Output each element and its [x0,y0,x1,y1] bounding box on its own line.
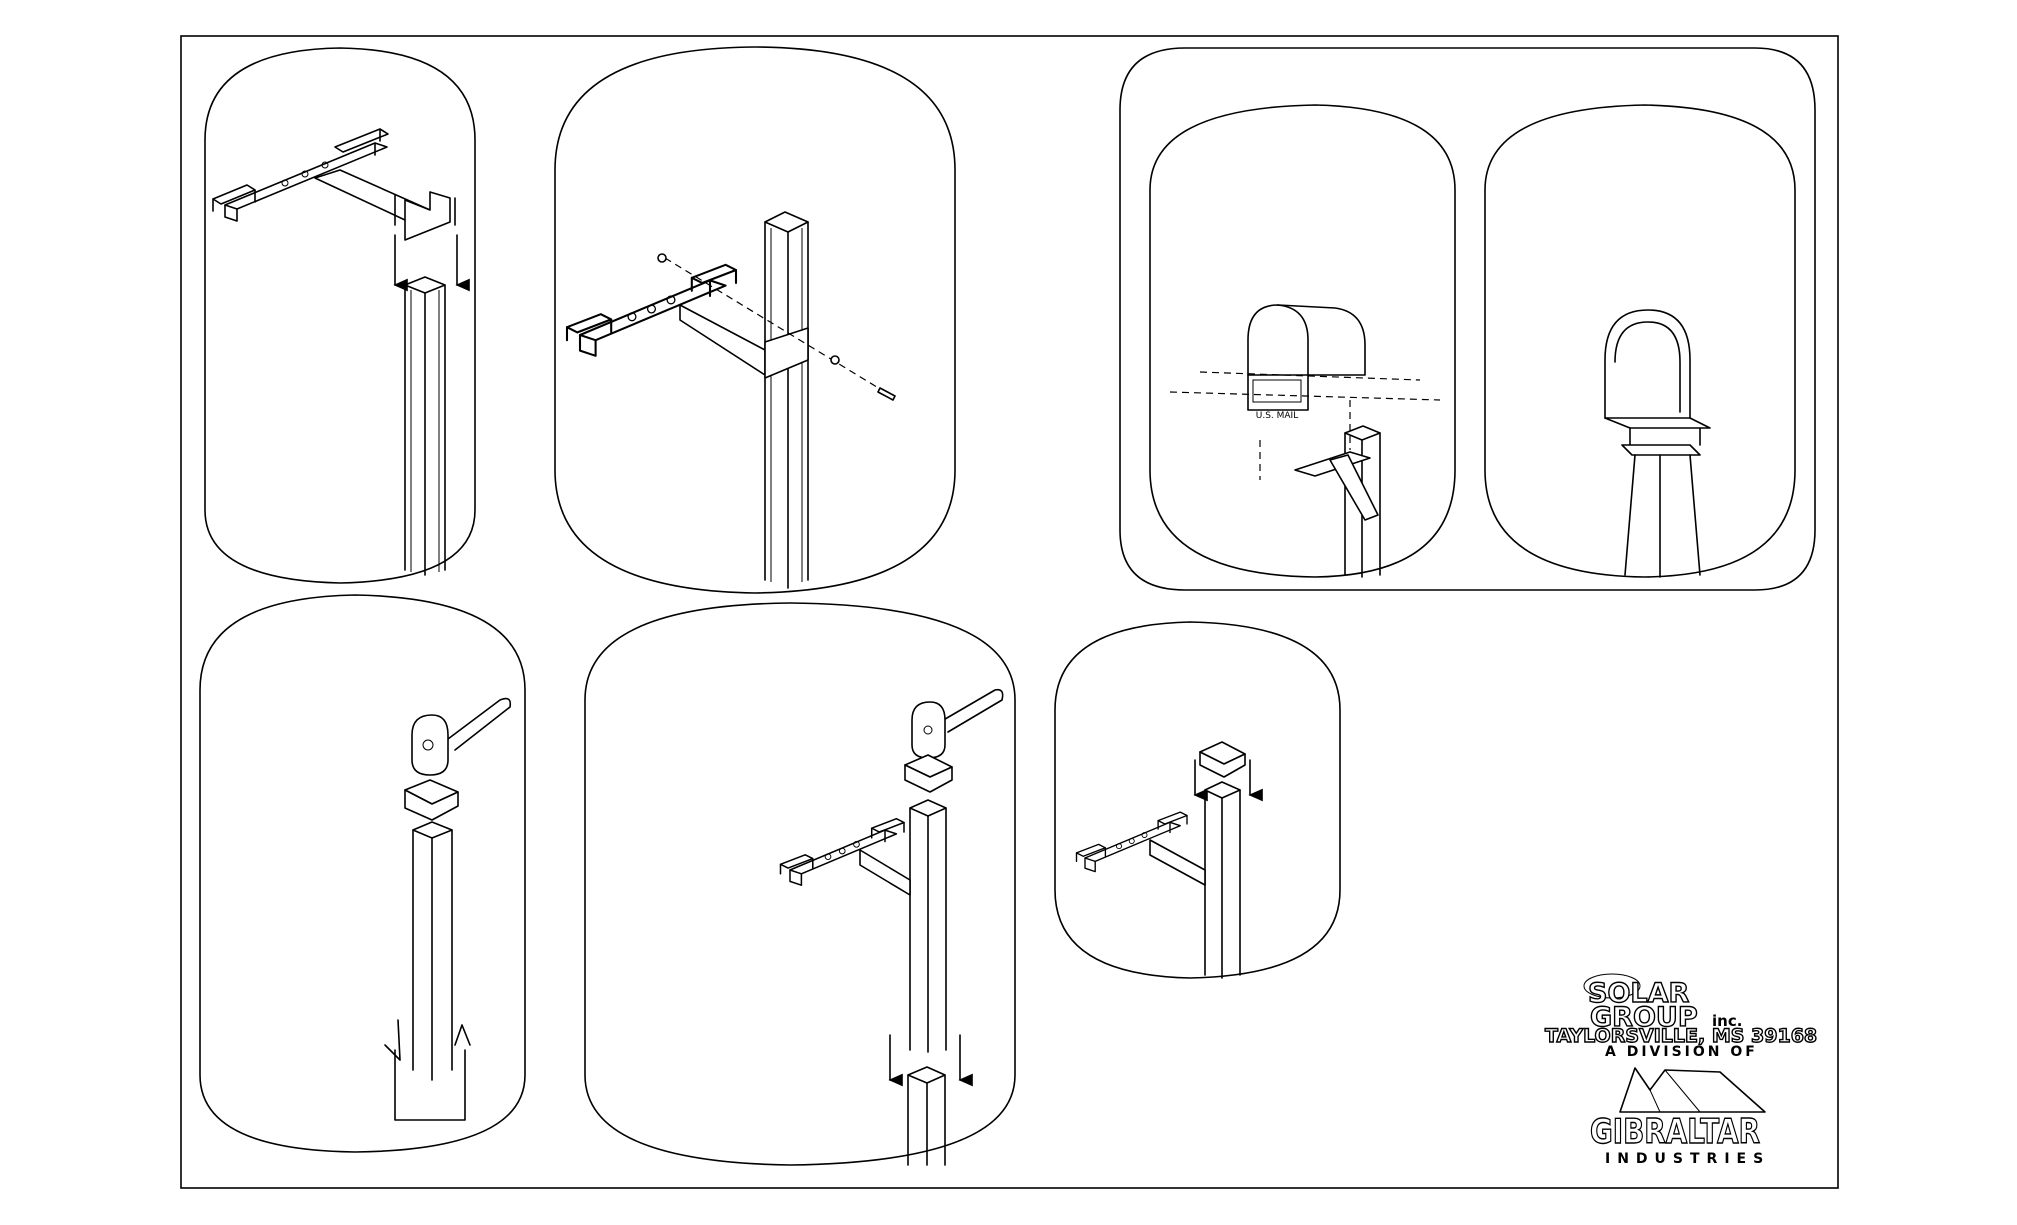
step-panel-bolt-bracket [555,47,955,593]
step-panel-drive-post [200,595,525,1152]
company-logo: SOLAR GROUP inc. TAYLORSVILLE, MS 39168 … [1545,974,1817,1167]
logo-parent-name: GIBRALTAR [1590,1112,1760,1152]
gibraltar-rock-icon [1620,1068,1765,1112]
step-panel-attach-bracket [205,48,475,583]
mailbox-label: U.S. MAIL [1256,411,1298,421]
step-panel-install-post [585,603,1015,1165]
logo-parent-sub: INDUSTRIES [1605,1151,1770,1167]
step-panel-install-cap [1055,622,1340,978]
step-panel-mount-mailbox: U.S. MAIL [1120,48,1815,590]
logo-division: A DIVISION OF [1605,1044,1758,1060]
